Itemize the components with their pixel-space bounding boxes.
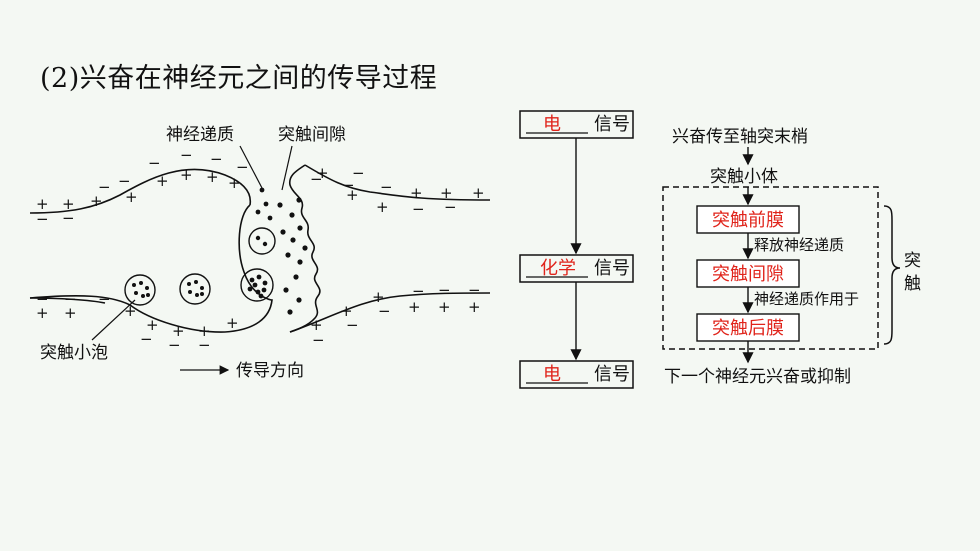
label-transmitter: 神经递质 [166, 125, 234, 145]
plus-sign: + [198, 322, 211, 340]
minus-sign: − [412, 282, 425, 300]
arrow-label-2: 神经递质作用于 [754, 290, 859, 308]
minus-sign: − [64, 290, 77, 308]
vesicle [124, 274, 156, 306]
plus-sign: + [310, 316, 323, 334]
plus-sign: + [228, 174, 241, 192]
process-flow: 兴奋传至轴突末梢 突触小体 突触前膜 释放神经递质 突触间隙 神经递质作用于 突… [662, 127, 921, 387]
plus-sign: + [316, 164, 329, 182]
minus-sign: − [342, 176, 355, 194]
process-box-2-text: 突触间隙 [712, 264, 784, 285]
plus-sign: + [346, 186, 359, 204]
signal-chain: 电 信号 化学 信号 电 信号 [519, 110, 634, 389]
minus-sign: − [346, 316, 359, 334]
synapse-dashed-frame [662, 186, 879, 350]
plus-sign: + [340, 302, 353, 320]
process-end: 下一个神经元兴奋或抑制 [664, 367, 851, 387]
plus-sign: + [226, 314, 239, 332]
plus-sign: + [156, 172, 169, 190]
process-box-1-text: 突触前膜 [712, 210, 784, 231]
plus-sign: + [62, 195, 75, 213]
plus-sign: + [90, 192, 103, 210]
brace-label-1: 突 [904, 251, 921, 271]
minus-sign: − [438, 281, 451, 299]
minus-sign: − [118, 172, 131, 190]
minus-sign: − [98, 178, 111, 196]
synapse-drawing [29, 164, 491, 333]
minus-sign: − [36, 290, 49, 308]
vesicle [240, 268, 274, 302]
minus-sign: − [412, 200, 425, 218]
vesicle-contents [132, 187, 308, 315]
label-vesicle: 突触小泡 [40, 343, 108, 363]
plus-sign: + [180, 166, 193, 184]
minus-sign: − [140, 330, 153, 348]
plus-sign: + [172, 322, 185, 340]
signal-box-3 [519, 360, 634, 389]
plus-sign: + [376, 198, 389, 216]
vesicle [248, 227, 276, 255]
minus-sign: − [148, 154, 161, 172]
plus-sign: + [440, 184, 453, 202]
membrane-charges: + + + − − − − + − − − + + + + − − − + + … [36, 146, 485, 354]
postsynaptic-lower-membrane [289, 292, 491, 333]
leader-transmitter [239, 145, 263, 189]
synaptic-vesicles [124, 227, 276, 306]
postsynaptic-membrane [288, 164, 321, 333]
minus-sign: − [378, 302, 391, 320]
signal-answer-3: 电 [543, 364, 561, 385]
label-cleft: 突触间隙 [278, 125, 346, 145]
presynaptic-upper-membrane [29, 168, 252, 214]
minus-sign: − [210, 150, 223, 168]
plus-sign: + [468, 298, 481, 316]
plus-sign: + [408, 298, 421, 316]
process-box-1 [696, 205, 800, 234]
minus-sign: − [36, 210, 49, 228]
signal-suffix-3: 信号 [594, 364, 630, 385]
presynaptic-terminal [29, 204, 273, 333]
plus-sign: + [372, 288, 385, 306]
plus-sign: + [64, 304, 77, 322]
minus-sign: − [312, 331, 325, 349]
process-start: 兴奋传至轴突末梢 [672, 127, 808, 147]
process-vesicle: 突触小体 [710, 167, 778, 187]
plus-sign: + [36, 195, 49, 213]
minus-sign: − [352, 164, 365, 182]
arrow-label-1: 释放神经递质 [754, 236, 844, 254]
minus-sign: − [310, 170, 323, 188]
minus-sign: − [380, 178, 393, 196]
leader-cleft [281, 145, 293, 191]
signal-suffix-2: 信号 [594, 258, 630, 279]
minus-sign: − [168, 336, 181, 354]
page-title: (2)兴奋在神经元之间的传导过程 [40, 63, 438, 94]
minus-sign: − [468, 281, 481, 299]
plus-sign: + [36, 304, 49, 322]
synapse-labels: 神经递质 突触间隙 突触小泡 传导方向 [40, 125, 346, 381]
label-direction: 传导方向 [236, 361, 304, 381]
minus-sign: − [236, 158, 249, 176]
vesicle [179, 273, 211, 305]
plus-sign: + [125, 188, 138, 206]
minus-sign: − [62, 209, 75, 227]
signal-suffix-1: 信号 [594, 114, 630, 135]
process-box-3-text: 突触后膜 [712, 318, 784, 339]
minus-sign: − [180, 146, 193, 164]
minus-sign: − [444, 198, 457, 216]
synapse-brace [883, 205, 901, 345]
minus-sign: − [98, 290, 111, 308]
signal-answer-2: 化学 [540, 258, 576, 279]
plus-sign: + [472, 184, 485, 202]
plus-sign: + [206, 168, 219, 186]
process-box-3 [696, 313, 800, 342]
postsynaptic-upper-membrane [304, 164, 491, 201]
minus-sign: − [198, 336, 211, 354]
brace-label-2: 触 [904, 274, 921, 294]
signal-answer-1: 电 [543, 114, 561, 135]
leader-vesicle [91, 299, 136, 341]
plus-sign: + [146, 316, 159, 334]
plus-sign: + [438, 298, 451, 316]
plus-sign: + [410, 184, 423, 202]
